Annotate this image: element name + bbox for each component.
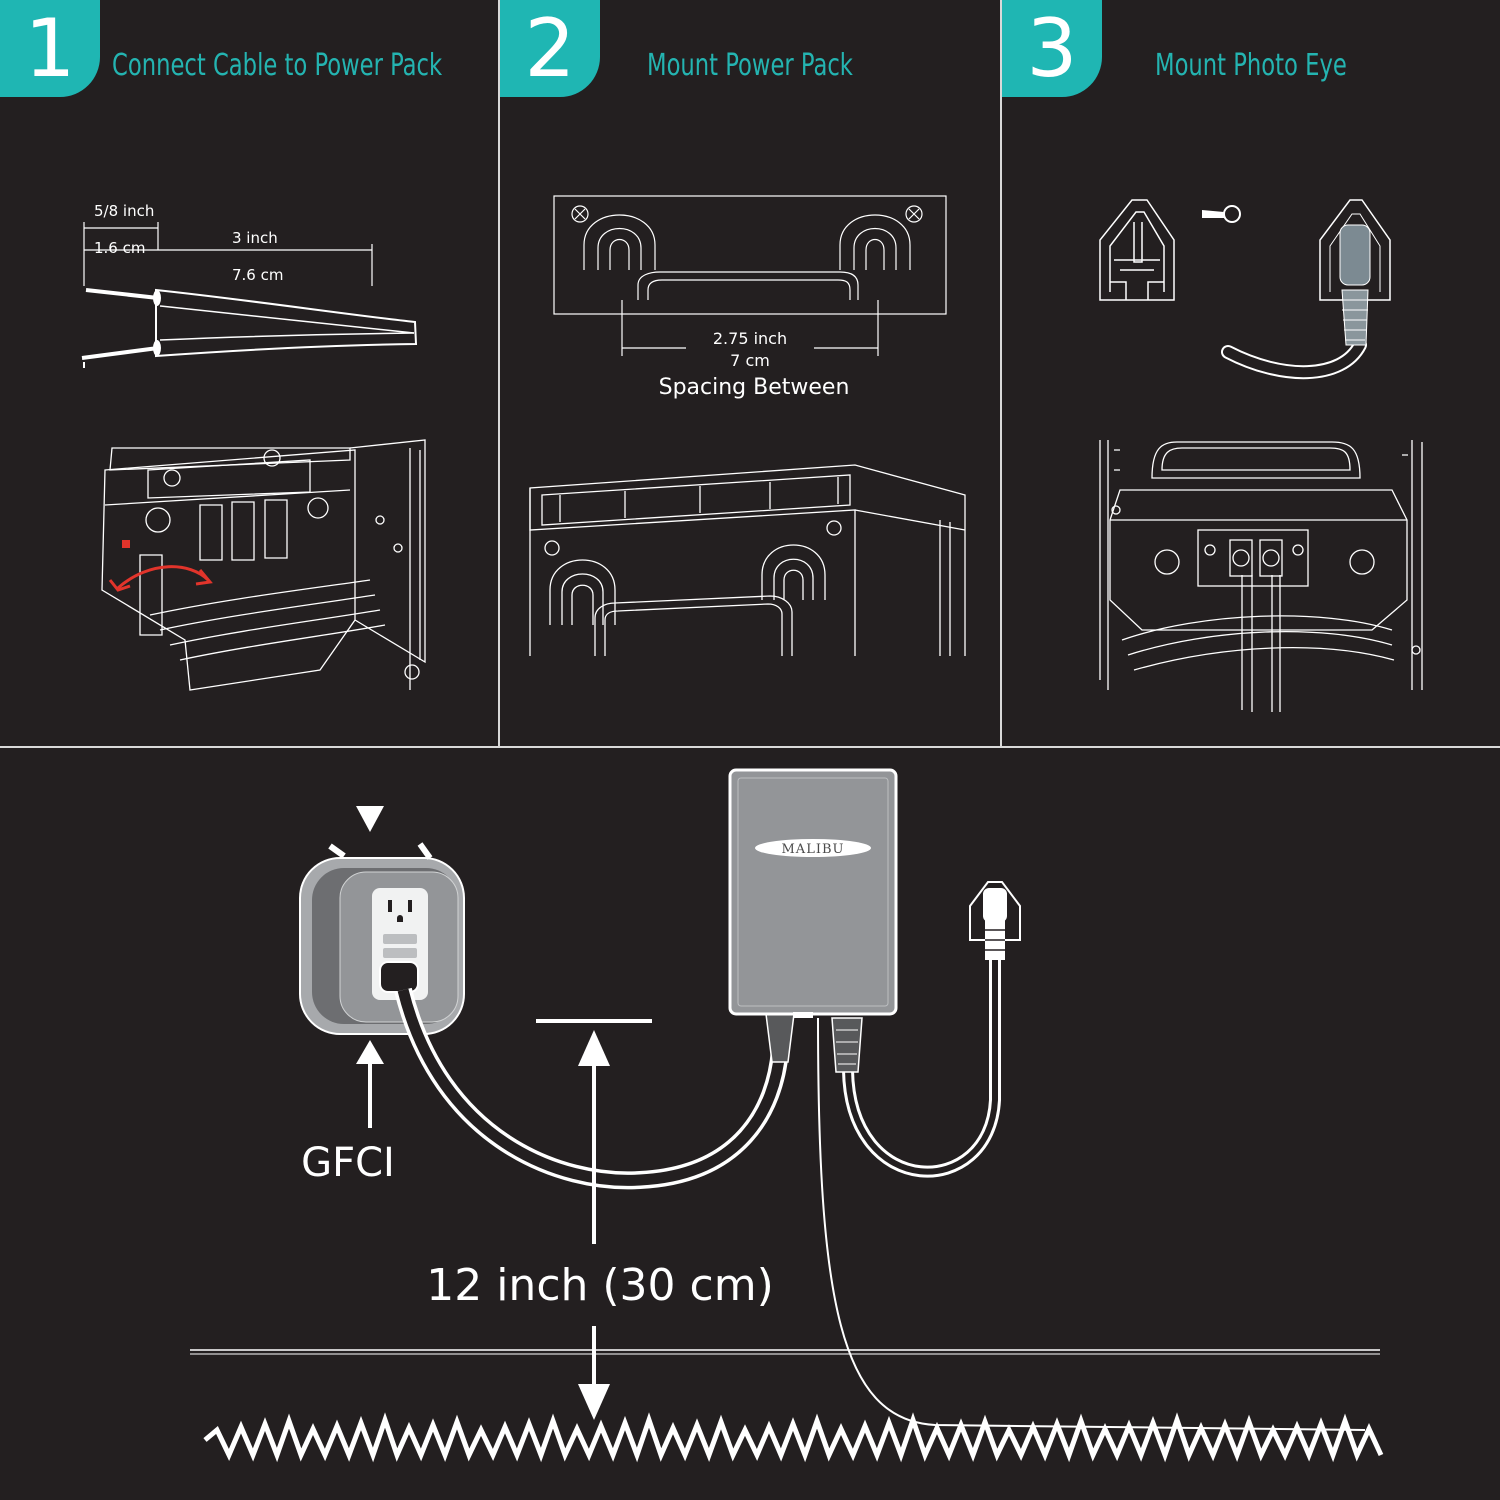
low-voltage-cable xyxy=(817,1017,1366,1431)
mounting-template xyxy=(553,195,947,356)
power-cord xyxy=(394,987,795,1190)
step-3-panel: 3 Mount Photo Eye xyxy=(1002,0,1500,748)
screw-icon xyxy=(1202,205,1241,223)
photo-eye-sensor-icon xyxy=(1221,199,1391,380)
section-divider xyxy=(0,746,1500,748)
step-2-illustration: 2.75 inch 7 cm Spacing Between xyxy=(529,195,966,656)
gfci-outlet-icon xyxy=(299,842,465,1035)
photo-eye-terminal-sketch xyxy=(1099,440,1423,712)
photo-eye-bracket-icon xyxy=(1099,199,1175,301)
step-3-title: Mount Photo Eye xyxy=(1155,48,1347,83)
step-1-number: 1 xyxy=(0,0,100,97)
step-2-title: Mount Power Pack xyxy=(647,48,853,83)
height-label: 12 inch (30 cm) xyxy=(426,1260,774,1311)
photo-eye-sensor-small-icon xyxy=(969,881,1021,960)
step-1-title: Connect Cable to Power Pack xyxy=(112,48,443,83)
step-3-illustration xyxy=(1099,199,1423,712)
split-length-cm: 7.6 cm xyxy=(232,266,283,284)
photo-eye-cable xyxy=(831,960,1001,1178)
stripped-cable xyxy=(81,288,418,368)
height-dimension xyxy=(536,1019,652,1420)
power-pack-unit: MALIBU xyxy=(728,768,898,1018)
split-length-inch: 3 inch xyxy=(232,229,278,247)
step-2-panel: 2 Mount Power Pack 2.75 inch 7 cm Spacin… xyxy=(500,0,1000,748)
power-pack-housing-sketch xyxy=(529,464,966,656)
brand-logo-text: MALIBU xyxy=(782,842,845,857)
marker-icon xyxy=(122,540,130,548)
panel-divider-1 xyxy=(498,0,500,748)
step-1-illustration: 5/8 inch 1.6 cm 3 inch 7.6 cm xyxy=(81,202,426,691)
step-2-number: 2 xyxy=(500,0,600,97)
twist-arrow-icon xyxy=(108,565,213,592)
spacing-inch: 2.75 inch xyxy=(713,329,787,348)
outlet-marker-arrow-icon xyxy=(356,806,384,832)
panel-divider-2 xyxy=(1000,0,1002,748)
spacing-label: Spacing Between xyxy=(659,375,850,400)
power-pack-terminal-sketch xyxy=(101,439,426,691)
strip-measurements xyxy=(83,222,373,286)
gfci-pointer-arrow-icon xyxy=(356,1040,384,1128)
step-1-panel: 1 Connect Cable to Power Pack 5/8 inch 1… xyxy=(0,0,498,748)
strip-length-inch: 5/8 inch xyxy=(94,202,154,220)
strip-length-cm: 1.6 cm xyxy=(94,239,145,257)
gfci-label: GFCI xyxy=(301,1140,395,1186)
grass-line xyxy=(203,1412,1384,1463)
step-3-number: 3 xyxy=(1002,0,1102,97)
spacing-cm: 7 cm xyxy=(730,351,770,370)
